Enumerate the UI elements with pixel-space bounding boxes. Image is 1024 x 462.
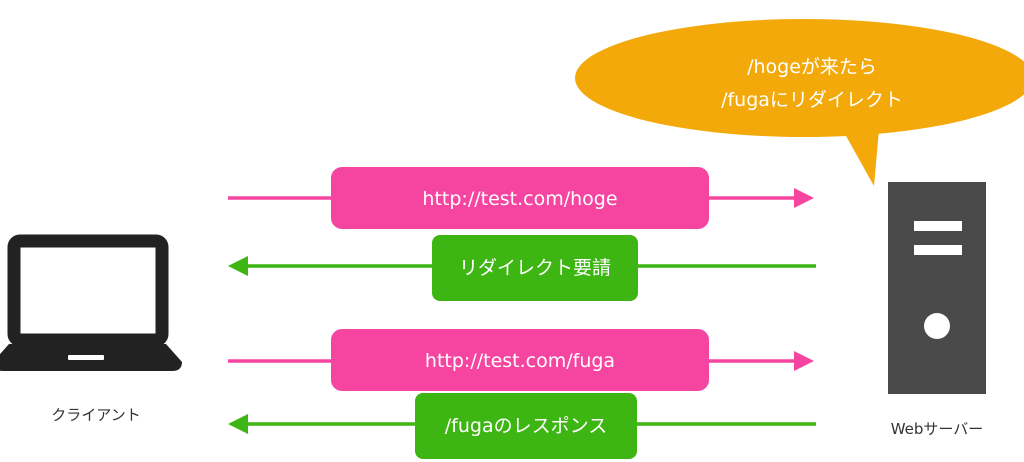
message-request-fuga: http://test.com/fuga xyxy=(228,329,814,391)
message-label: http://test.com/fuga xyxy=(425,350,615,372)
message-pill xyxy=(415,393,637,459)
client-label: クライアント xyxy=(51,406,140,424)
message-response-fuga: /fugaのレスポンス xyxy=(228,393,816,459)
server-slot-1 xyxy=(914,221,962,231)
laptop-screen xyxy=(7,234,169,347)
speech-bubble-line-1: /hogeが来たら xyxy=(747,56,877,78)
message-label: http://test.com/hoge xyxy=(422,188,617,210)
laptop-trackpad xyxy=(68,355,104,360)
server-label: Webサーバー xyxy=(891,420,984,438)
server-power-light xyxy=(924,313,950,339)
message-pill xyxy=(432,235,638,301)
message-pill xyxy=(331,329,709,391)
speech-bubble-line-2: /fugaにリダイレクト xyxy=(721,89,903,111)
laptop-icon xyxy=(0,234,182,371)
message-request-hoge: http://test.com/hoge xyxy=(228,167,814,229)
speech-bubble: /hogeが来たら /fugaにリダイレクト xyxy=(575,19,1024,186)
arrow-head-right xyxy=(794,351,814,371)
server-slot-2 xyxy=(914,245,962,255)
server-tower-icon xyxy=(888,182,986,394)
arrow-head-right xyxy=(794,188,814,208)
message-pill xyxy=(331,167,709,229)
arrow-head-left xyxy=(228,256,248,276)
speech-bubble-body xyxy=(575,19,1024,137)
message-label: /fugaのレスポンス xyxy=(445,415,607,437)
message-response-redirect: リダイレクト要請 xyxy=(228,235,816,301)
server-body xyxy=(888,182,986,394)
arrow-head-left xyxy=(228,414,248,434)
message-label: リダイレクト要請 xyxy=(459,257,611,279)
